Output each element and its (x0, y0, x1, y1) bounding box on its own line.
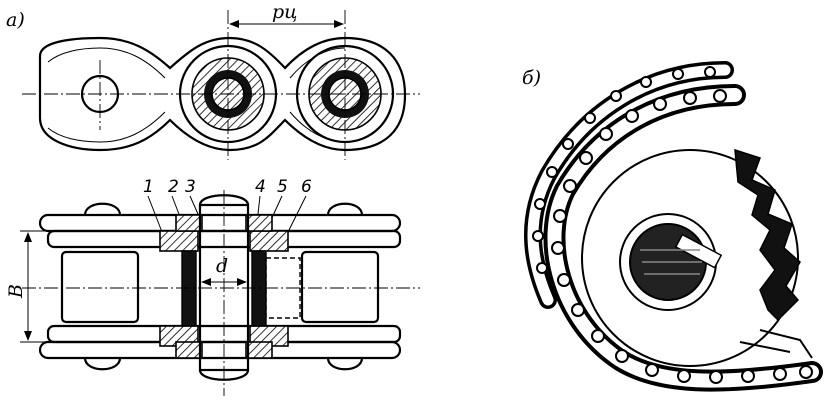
section-outer-bottom-right (245, 341, 273, 359)
inner-plate-outline (47, 47, 346, 143)
diameter-label: d (216, 255, 228, 277)
part-number-3: 3 (185, 177, 196, 197)
section-outer-top-left (175, 214, 203, 232)
bore-shading (640, 249, 702, 275)
section-plate-top-right (249, 230, 289, 252)
bushing-right-wall (251, 250, 267, 327)
chain-tail (739, 329, 813, 359)
pin-head-right-bottom (326, 357, 364, 371)
roller-right-side (300, 250, 380, 324)
panel-a-label: а) (6, 9, 25, 31)
part-number-2: 2 (168, 177, 179, 197)
outer-plate-top (38, 213, 402, 233)
chain-top-view: а) pц (6, 1, 420, 160)
section-outer-top-right (245, 214, 273, 232)
panel-b-label: б) (522, 67, 541, 89)
part-number-4: 4 (255, 177, 266, 197)
roller-left-side (60, 250, 140, 324)
part-number-5: 5 (277, 177, 288, 197)
width-label: B (5, 284, 27, 299)
chain-strand-second-inner (527, 64, 731, 306)
pin-head-right-top (326, 202, 364, 216)
section-plate-top-left (159, 230, 199, 252)
outer-plate-bottom (38, 340, 402, 360)
section-outer-bottom-left (175, 341, 203, 359)
sprocket-teeth (734, 148, 801, 322)
chain-sprocket-view: б) (522, 61, 823, 392)
keyway (674, 233, 723, 269)
outer-plate-outline (38, 36, 407, 152)
pitch-label: pц (272, 1, 297, 23)
pin-head-left-bottom (83, 357, 122, 371)
chain-rollers (532, 66, 813, 384)
part-number-1: 1 (143, 177, 154, 197)
chain-section-view: 1 2 3 4 5 6 (5, 177, 420, 396)
pin-head-left-top (83, 202, 122, 216)
part-number-6: 6 (301, 177, 312, 197)
bushing-left-wall (181, 250, 197, 327)
